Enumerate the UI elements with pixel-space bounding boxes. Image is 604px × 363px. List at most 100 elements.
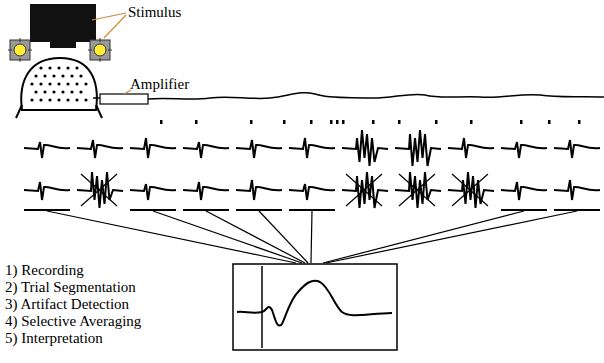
stimulus-label: Stimulus bbox=[128, 4, 181, 21]
reject-cross bbox=[81, 174, 117, 206]
epoch-trace bbox=[448, 172, 494, 208]
electrode bbox=[30, 98, 33, 101]
average-line bbox=[153, 211, 302, 263]
cable bbox=[93, 97, 100, 99]
epoch-trace bbox=[501, 182, 547, 200]
epoch-trace bbox=[448, 138, 494, 158]
electrode bbox=[84, 82, 87, 85]
event-markers bbox=[160, 120, 581, 124]
monitor bbox=[30, 4, 96, 42]
epoch-trace bbox=[554, 140, 600, 158]
amplifier-label: Amplifier bbox=[130, 76, 189, 93]
event-tick bbox=[578, 120, 581, 124]
electrode bbox=[75, 66, 78, 69]
event-tick bbox=[520, 120, 523, 124]
erp-waveform bbox=[237, 281, 392, 326]
event-tick bbox=[160, 120, 163, 124]
stimulus-onset-line bbox=[261, 266, 263, 348]
electrode bbox=[30, 82, 33, 85]
reject-cross bbox=[452, 174, 488, 206]
event-tick bbox=[195, 120, 198, 124]
electrode bbox=[61, 74, 64, 77]
epoch-bracket bbox=[183, 209, 229, 211]
average-line bbox=[326, 211, 577, 263]
average-line bbox=[323, 211, 524, 263]
monitor-stand bbox=[50, 38, 76, 48]
electrode bbox=[43, 74, 46, 77]
epoch-bracket bbox=[554, 209, 600, 211]
step-label: 3) Artifact Detection bbox=[5, 296, 129, 313]
electrode bbox=[61, 90, 64, 93]
epoch-trace bbox=[183, 142, 229, 158]
average-erp-box bbox=[233, 264, 397, 350]
event-tick bbox=[330, 120, 333, 124]
epoch-trace bbox=[130, 138, 176, 158]
averaging-lines bbox=[24, 210, 600, 263]
epoch-bracket bbox=[236, 209, 282, 211]
electrode bbox=[75, 82, 78, 85]
electrode bbox=[34, 74, 37, 77]
electrode bbox=[79, 90, 82, 93]
electrode bbox=[57, 98, 60, 101]
amplifier-box bbox=[100, 94, 148, 104]
electrode bbox=[48, 98, 51, 101]
event-tick bbox=[548, 120, 551, 124]
electrode bbox=[84, 98, 87, 101]
epoch-trace bbox=[289, 184, 335, 200]
electrode bbox=[75, 98, 78, 101]
epoch-trace bbox=[395, 130, 441, 166]
electrode bbox=[48, 82, 51, 85]
event-tick bbox=[398, 120, 401, 124]
electrode bbox=[57, 82, 60, 85]
epochs bbox=[24, 130, 600, 208]
epoch-bracket bbox=[501, 209, 547, 211]
epoch-trace bbox=[501, 142, 547, 158]
epoch-trace bbox=[24, 182, 70, 200]
event-tick bbox=[250, 120, 253, 124]
event-tick bbox=[435, 120, 438, 124]
epoch-trace bbox=[236, 180, 282, 200]
step-label: 1) Recording bbox=[5, 262, 84, 279]
electrode bbox=[34, 90, 37, 93]
epoch-trace bbox=[77, 140, 123, 158]
eeg-trace bbox=[148, 93, 604, 100]
light-right bbox=[88, 38, 112, 62]
average-line bbox=[206, 211, 305, 263]
event-tick bbox=[372, 120, 375, 124]
epoch-trace bbox=[24, 142, 70, 158]
electrode bbox=[39, 82, 42, 85]
epoch-trace bbox=[395, 172, 441, 208]
epoch-trace bbox=[342, 172, 388, 208]
electrode bbox=[52, 74, 55, 77]
step-label: 2) Trial Segmentation bbox=[5, 279, 136, 296]
electrode bbox=[66, 82, 69, 85]
head-with-electrodes bbox=[16, 58, 102, 118]
electrode bbox=[66, 98, 69, 101]
electrode bbox=[79, 74, 82, 77]
electrode bbox=[43, 90, 46, 93]
epoch-bracket bbox=[24, 209, 70, 211]
electrode bbox=[70, 74, 73, 77]
epoch-trace bbox=[183, 182, 229, 200]
epoch-bracket bbox=[289, 209, 335, 211]
step-label: 4) Selective Averaging bbox=[5, 313, 141, 330]
electrode bbox=[39, 66, 42, 69]
epoch-trace bbox=[77, 172, 123, 208]
electrode bbox=[66, 66, 69, 69]
epoch-trace bbox=[236, 140, 282, 158]
average-line bbox=[259, 211, 308, 263]
electrode bbox=[48, 66, 51, 69]
light-left bbox=[8, 38, 32, 62]
step-label: 5) Interpretation bbox=[5, 330, 103, 347]
epoch-trace bbox=[554, 180, 600, 200]
event-tick bbox=[283, 120, 286, 124]
epoch-trace bbox=[289, 138, 335, 158]
epoch-bracket bbox=[130, 209, 176, 211]
epoch-trace bbox=[130, 184, 176, 200]
event-tick bbox=[336, 120, 339, 124]
reject-cross bbox=[399, 174, 435, 206]
leader-lines bbox=[92, 13, 131, 94]
average-line bbox=[47, 211, 296, 263]
event-tick bbox=[310, 120, 313, 124]
epoch-trace bbox=[342, 130, 388, 166]
